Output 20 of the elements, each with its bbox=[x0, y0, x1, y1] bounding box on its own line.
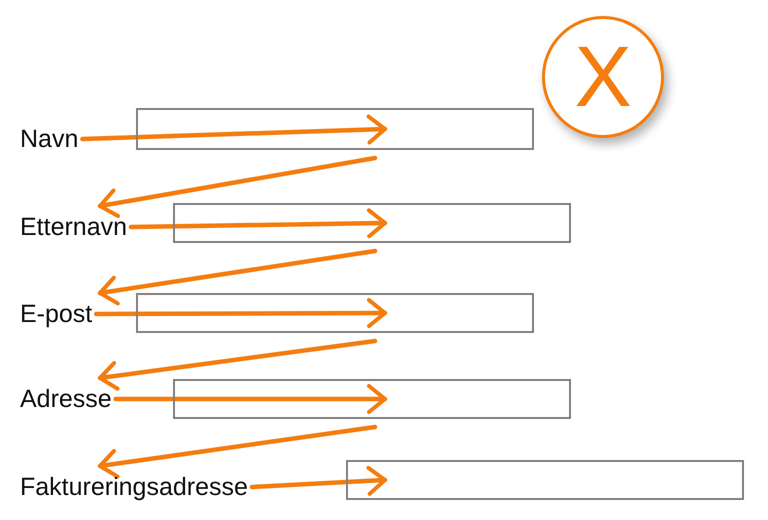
input-field bbox=[346, 460, 744, 500]
arrow bbox=[98, 156, 378, 218]
arrow bbox=[128, 208, 388, 238]
arrow bbox=[94, 298, 388, 328]
input-field bbox=[136, 108, 534, 150]
field-label: Etternavn bbox=[20, 212, 128, 242]
arrow bbox=[80, 114, 388, 145]
input-field bbox=[173, 203, 571, 243]
input-field bbox=[173, 379, 571, 419]
arrow bbox=[98, 338, 378, 391]
arrow bbox=[98, 248, 378, 306]
field-label: Faktureringsadresse bbox=[20, 472, 248, 502]
arrow bbox=[98, 424, 378, 479]
field-label: Navn bbox=[20, 124, 78, 154]
field-label: Adresse bbox=[20, 384, 112, 414]
field-label: E-post bbox=[20, 299, 92, 329]
input-field bbox=[136, 293, 534, 333]
arrow bbox=[113, 384, 388, 414]
cross-letter: X bbox=[574, 34, 632, 120]
arrow bbox=[250, 466, 388, 496]
